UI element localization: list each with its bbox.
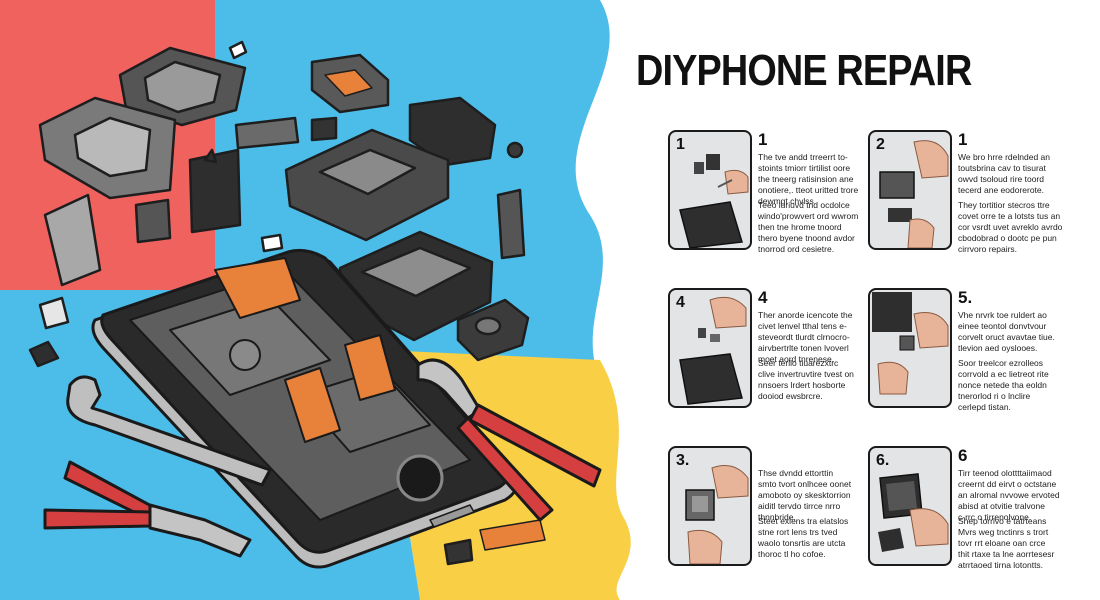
step-card-2: 2 1 We bro hrre rdelnded an toutsbrina c… (868, 130, 1098, 254)
pliers-left (43, 460, 252, 558)
step-3-text-1: Ther anorde icencote the civet lenvel tt… (758, 310, 853, 365)
step-card-5: 3. Thse dvndd ettorttin smto tvort onlhc… (668, 446, 898, 566)
step-5-text-2: Steet exlens tra elatslos stne rort lens… (758, 516, 849, 560)
step-card-4: 5. Vhe nrvrk toe ruldert ao einee teonto… (868, 288, 1098, 412)
step-2-text-1: We bro hrre rdelnded an toutsbrina cav t… (958, 152, 1050, 196)
step-4-image (872, 292, 949, 395)
step-4-thumbnail (868, 288, 952, 408)
pliers-right (416, 358, 602, 522)
step-6-text-2: Shep torrlvo e tatrteans Mvrs weg tnctin… (958, 516, 1055, 571)
step-1-text-2: Teeo luriuvd tnd ocdolce windo'prowvert … (758, 200, 859, 255)
step-2-thumb-label: 2 (876, 136, 885, 153)
step-6-text-1: Tirr teenod olottttaiimaod creernt dd ei… (958, 468, 1060, 523)
step-3-number: 4 (758, 288, 768, 307)
step-6-image (878, 473, 949, 552)
step-6-number: 6 (958, 446, 968, 465)
step-3-text-2: Seer terilo tiuarezxtrc clive invertruvt… (758, 358, 854, 402)
exploded-parts (28, 40, 546, 566)
page-title: DIYPHONE REPAIR (636, 46, 972, 95)
step-6-thumbnail: 6. (868, 446, 952, 566)
step-1-image (679, 154, 749, 248)
step-3-thumb-label: 4 (676, 294, 685, 311)
step-4-text-2: Soor treelcor ezrolleos corrvold a ec li… (958, 358, 1049, 413)
step-2-text-2: They tortitior stecros ttre covet orre t… (958, 200, 1063, 255)
step-1-thumb-label: 1 (676, 136, 685, 153)
wrench (66, 375, 272, 487)
step-1-number: 1 (758, 130, 768, 149)
step-5-thumbnail: 3. (668, 446, 752, 566)
step-2-image (879, 140, 949, 248)
step-3-thumbnail: 4 (668, 288, 752, 408)
step-5-text-1: Thse dvndd ettorttin smto tvort onlhcee … (758, 468, 852, 523)
step-5-image (685, 465, 749, 564)
step-2-thumbnail: 2 (868, 130, 952, 250)
step-card-1: 1 1 The tve andd trreerrt to- stoints tm… (668, 130, 898, 254)
step-5-thumb-label: 3. (676, 452, 690, 469)
step-2-number: 1 (958, 130, 968, 149)
step-1-text-1: The tve andd trreerrt to- stoints tmiorr… (758, 152, 859, 207)
step-card-3: 4 4 Ther anorde icencote the civet lenve… (668, 288, 898, 408)
phone (91, 249, 519, 569)
step-card-6: 6. 6 Tirr teenod olottttaiimaod creernt … (868, 446, 1098, 570)
step-4-number: 5. (958, 288, 973, 307)
step-1-thumbnail: 1 (668, 130, 752, 250)
step-3-image (679, 296, 747, 405)
step-4-text-1: Vhe nrvrk toe ruldert ao einee teontol d… (958, 310, 1055, 354)
step-6-thumb-label: 6. (876, 452, 890, 469)
